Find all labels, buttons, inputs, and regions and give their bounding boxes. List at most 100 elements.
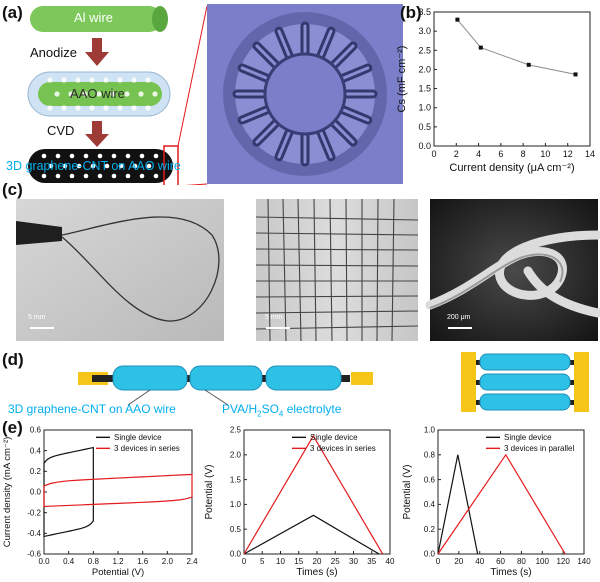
x-tick-label: 6 xyxy=(498,149,503,159)
y-tick-label: 0.5 xyxy=(418,122,431,132)
cnt-fin-core xyxy=(240,66,268,80)
series-segment-3 xyxy=(265,365,342,391)
x-tick-label: 100 xyxy=(536,557,550,566)
x-tick-label: 1.2 xyxy=(112,557,124,566)
cnt-fin-core xyxy=(342,66,370,80)
y-axis-label: Potential (V) xyxy=(204,464,215,519)
y-axis-label: Current density (mA cm⁻²) xyxy=(2,437,13,548)
x-tick-label: 35 xyxy=(367,557,376,566)
x-tick-label: 20 xyxy=(313,557,322,566)
inner-core xyxy=(263,52,347,136)
series-segment-1 xyxy=(112,365,188,391)
cnt-fin-core xyxy=(277,131,291,159)
leader-line-1 xyxy=(127,389,151,406)
y-tick-label: 1.5 xyxy=(230,475,242,484)
gcd-series-2 xyxy=(243,434,384,555)
y-tick-label: 0.6 xyxy=(424,475,436,484)
device-label-wire: 3D graphene-CNT on AAO wire xyxy=(8,402,176,416)
al-wire-end xyxy=(152,6,168,32)
legend-label: Single device xyxy=(310,433,358,442)
y-tick-label: 0.4 xyxy=(30,446,42,455)
y-axis-label: Cs (mF cm⁻²) xyxy=(396,46,408,113)
cv-three-series xyxy=(43,473,193,508)
panel-a-schematic xyxy=(27,4,403,185)
tweezer xyxy=(16,221,62,245)
x-axis-label: Times (s) xyxy=(490,567,531,578)
y-tick-label: -0.6 xyxy=(27,550,41,559)
parallel-electrode-left xyxy=(461,352,476,412)
zoom-line-top xyxy=(177,5,208,147)
y-tick-label: 0.0 xyxy=(418,141,431,151)
cnt-fin-core xyxy=(319,131,333,159)
x-tick-label: 30 xyxy=(349,557,358,566)
x-tick-label: 60 xyxy=(496,557,505,566)
cnt-fin-core xyxy=(255,44,277,66)
y-tick-label: 2.5 xyxy=(230,426,242,435)
leader-line-2 xyxy=(204,389,229,406)
x-tick-label: 15 xyxy=(294,557,303,566)
aao-pores xyxy=(47,77,158,111)
cnt-fin-core xyxy=(342,108,370,122)
y-tick-label: 1.0 xyxy=(424,426,436,435)
y-tick-label: 3.0 xyxy=(418,26,431,36)
legend-label: 3 devices in series xyxy=(310,444,376,453)
data-point xyxy=(478,45,483,50)
parallel-segment-3 xyxy=(479,393,571,411)
data-point xyxy=(455,17,460,22)
series-line xyxy=(457,19,576,75)
scale-label-1: 5 mm xyxy=(28,314,46,321)
scale-label-3: 200 μm xyxy=(447,314,471,321)
x-tick-label: 0 xyxy=(436,557,441,566)
al-wire-label: Al wire xyxy=(74,10,114,25)
x-tick-label: 4 xyxy=(476,149,481,159)
x-tick-label: 0 xyxy=(431,149,436,159)
x-axis-label: Potential (V) xyxy=(92,567,144,578)
y-tick-label: 0.2 xyxy=(30,467,42,476)
arrow-1-head xyxy=(85,52,109,66)
panel-c-photos xyxy=(16,198,600,342)
y-tick-label: 2.5 xyxy=(418,45,431,55)
cnt-fin-core xyxy=(255,122,277,144)
x-tick-label: 0.8 xyxy=(88,557,100,566)
x-tick-label: 20 xyxy=(454,557,463,566)
x-tick-label: 80 xyxy=(517,557,526,566)
y-tick-label: 0.2 xyxy=(424,525,436,534)
x-tick-label: 0.4 xyxy=(63,557,75,566)
parallel-electrode-right xyxy=(574,352,589,412)
al-wire xyxy=(30,6,162,32)
x-tick-label: 14 xyxy=(585,149,595,159)
y-tick-label: 2.0 xyxy=(230,450,242,459)
y-tick-label: 0.6 xyxy=(30,426,42,435)
knot xyxy=(425,230,600,318)
gcd-series-2 xyxy=(437,453,566,555)
anodize-label: Anodize xyxy=(30,45,77,60)
photo-sem-knot xyxy=(430,199,598,341)
x-tick-label: 12 xyxy=(563,149,573,159)
graphene-cnt-label: 3D graphene-CNT on AAO wire xyxy=(6,159,181,173)
cnt-fin-core xyxy=(319,29,333,57)
x-tick-label: 0 xyxy=(242,557,247,566)
x-tick-label: 2.0 xyxy=(162,557,174,566)
device-label-electrolyte: PVA/H2SO4 electrolyte xyxy=(222,402,342,419)
series-segment-2 xyxy=(189,365,263,391)
x-tick-label: 5 xyxy=(260,557,265,566)
gcd-series-1 xyxy=(437,454,479,555)
panel-label-e: (e) xyxy=(2,418,23,437)
x-tick-label: 40 xyxy=(386,557,395,566)
x-tick-label: 120 xyxy=(556,557,570,566)
x-axis-label: Current density (μA cm⁻²) xyxy=(449,162,574,174)
panel-d-devices xyxy=(78,352,589,412)
x-tick-label: 40 xyxy=(475,557,484,566)
y-tick-label: 3.5 xyxy=(418,7,431,17)
y-tick-label: 1.0 xyxy=(418,103,431,113)
x-tick-label: 10 xyxy=(540,149,550,159)
series-electrode-right xyxy=(351,372,373,385)
arrow-2-shaft xyxy=(92,121,102,134)
wire-loop xyxy=(61,216,220,322)
woven-threads xyxy=(255,198,419,342)
x-tick-label: 2 xyxy=(454,149,459,159)
graphene-cnt-wire xyxy=(28,149,173,183)
